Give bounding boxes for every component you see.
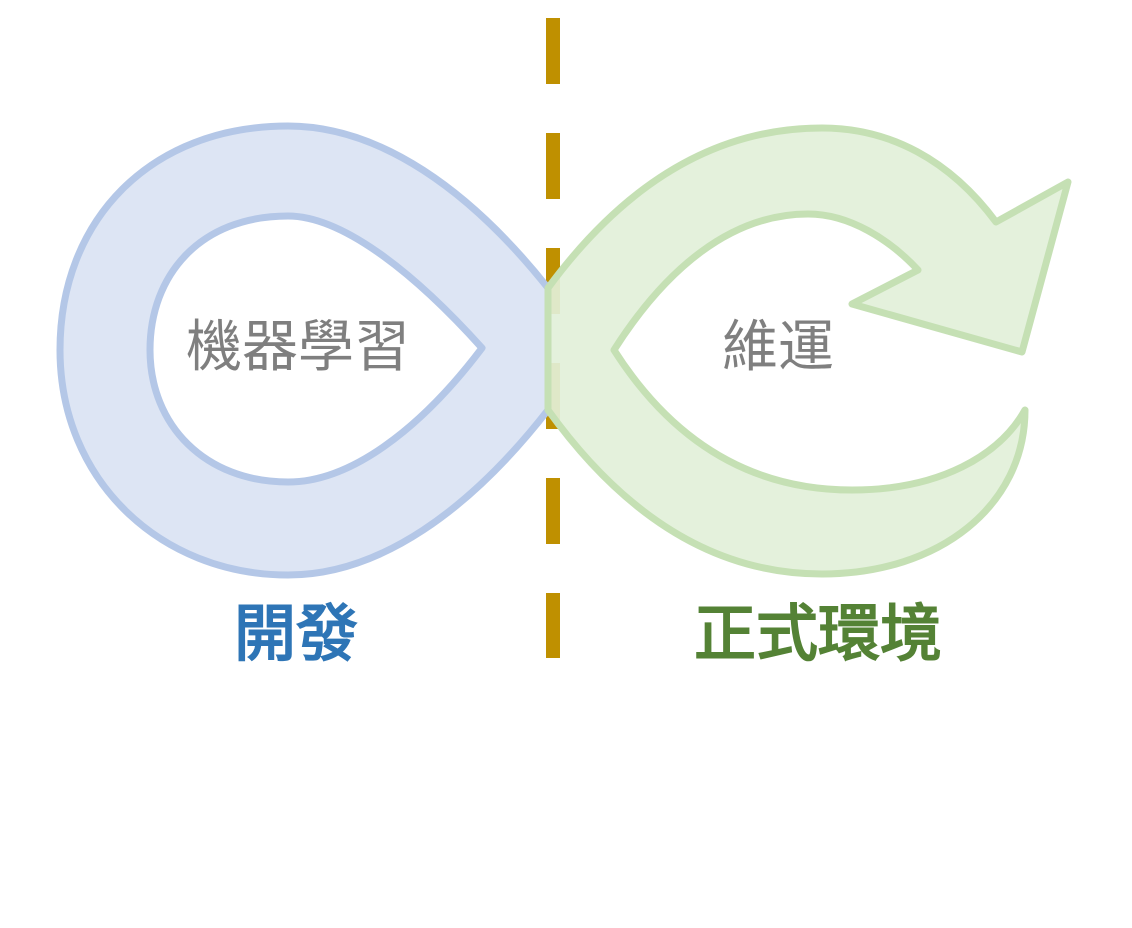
loop-label-machine-learning: 機器學習 bbox=[186, 315, 410, 380]
loop-label-operations: 維運 bbox=[722, 315, 834, 380]
left-loop-band bbox=[56, 122, 552, 579]
right-loop-arrow-band bbox=[544, 124, 1072, 578]
section-label-production: 正式環境 bbox=[694, 597, 942, 670]
section-label-development: 開發 bbox=[234, 597, 358, 670]
